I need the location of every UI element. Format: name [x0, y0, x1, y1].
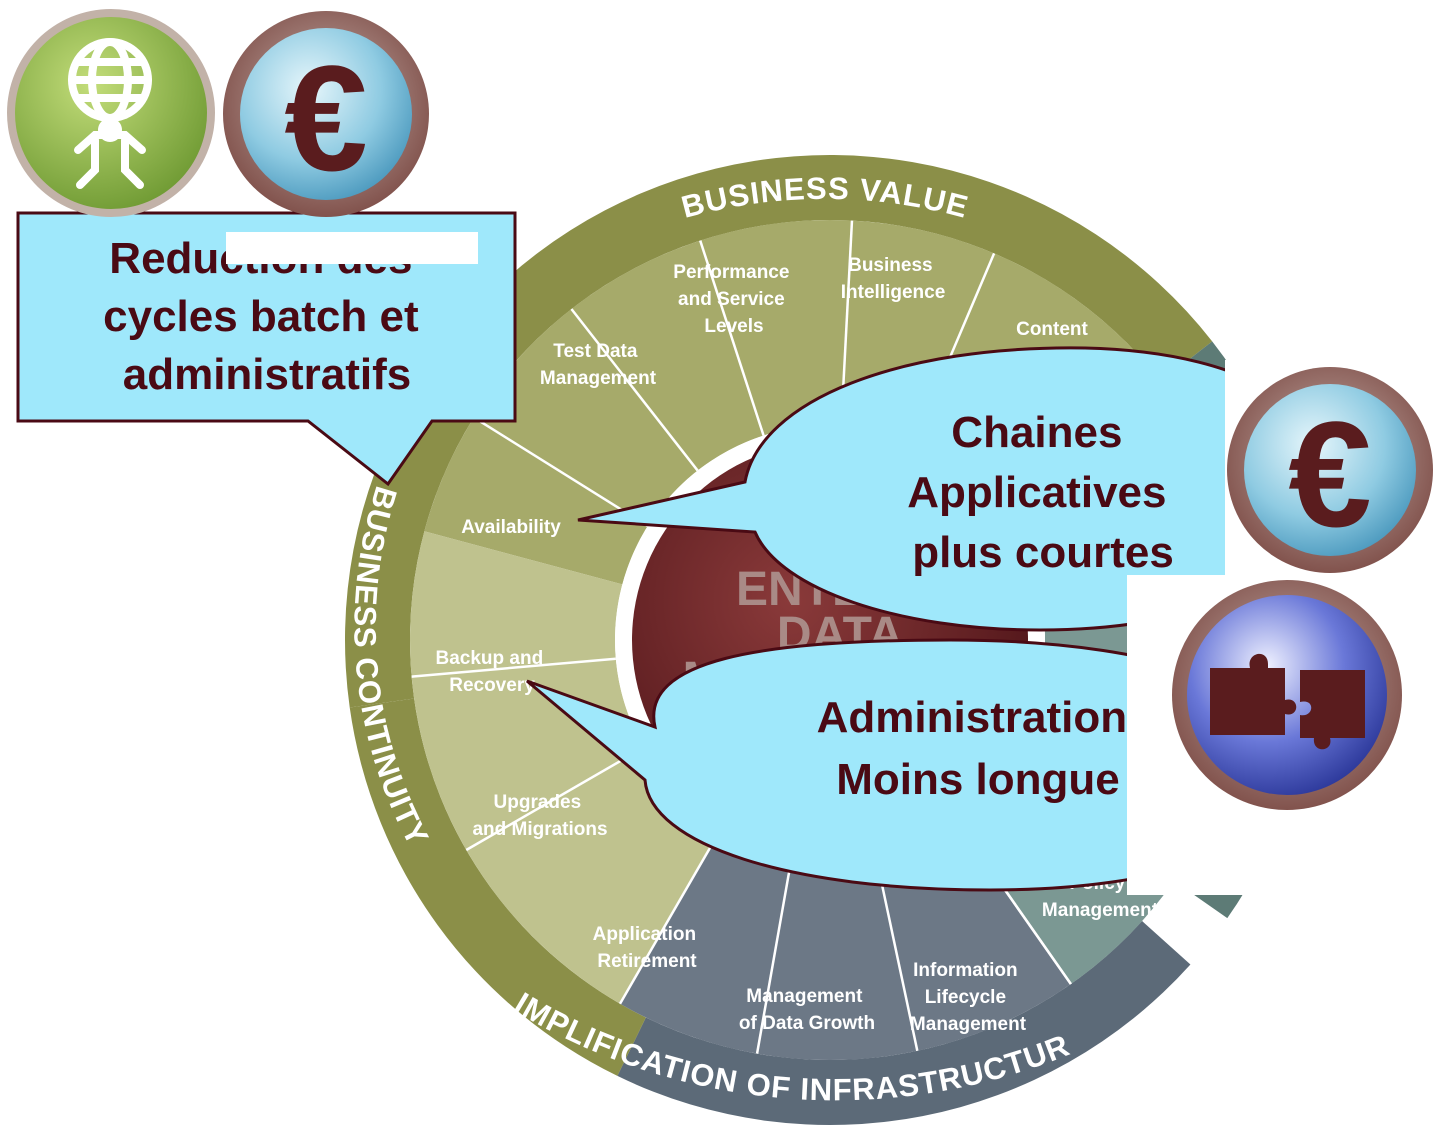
- sector-divider: [465, 746, 645, 852]
- sector-divider: [755, 851, 794, 1054]
- segment-business-intelligence: Business Intelligence: [841, 255, 946, 303]
- callout-chains-text: Chaines Applicatives plus courtes: [907, 408, 1178, 577]
- segment-data-growth: Management of Data Growth: [739, 986, 875, 1034]
- sector-divider: [473, 416, 649, 528]
- segment-backup: Backup and Recovery: [436, 648, 549, 696]
- euro-badge-right: €: [1227, 367, 1433, 573]
- segment-test-data: Test Data Management: [540, 341, 657, 389]
- sector-divider: [411, 657, 616, 678]
- euro-badge-top: €: [223, 11, 429, 217]
- overlay-panel-top-left: [226, 232, 478, 264]
- sector-divider: [618, 825, 724, 1005]
- rim-business-continuity: [349, 698, 646, 1076]
- globe-badge: [7, 9, 215, 217]
- segment-performance: Performance and Service Levels: [673, 262, 794, 337]
- sector-divider: [570, 308, 699, 472]
- segment-application-retirement: Application Retirement: [593, 924, 702, 972]
- puzzle-badge: [1172, 580, 1402, 810]
- sector-business-value: [424, 220, 1161, 585]
- sector-divider: [699, 240, 765, 436]
- rim-business-value: [345, 155, 1213, 708]
- euro-icon: €: [1288, 390, 1371, 558]
- segment-upgrades: Upgrades and Migrations: [472, 792, 607, 840]
- puzzle-icon: [1210, 653, 1365, 750]
- segment-availability: Availability: [461, 517, 561, 538]
- segment-content: Content: [1016, 319, 1088, 340]
- callout-chains: Chaines Applicatives plus courtes: [577, 346, 1333, 632]
- segment-lifecycle: Information Lifecycle Management: [910, 960, 1027, 1035]
- callout-admin-text: Administration Moins longue: [817, 693, 1140, 804]
- euro-icon: €: [284, 34, 367, 202]
- globe-person-icon: [68, 38, 152, 189]
- sector-business-continuity: [410, 531, 723, 1004]
- rim-simplification: [617, 921, 1191, 1125]
